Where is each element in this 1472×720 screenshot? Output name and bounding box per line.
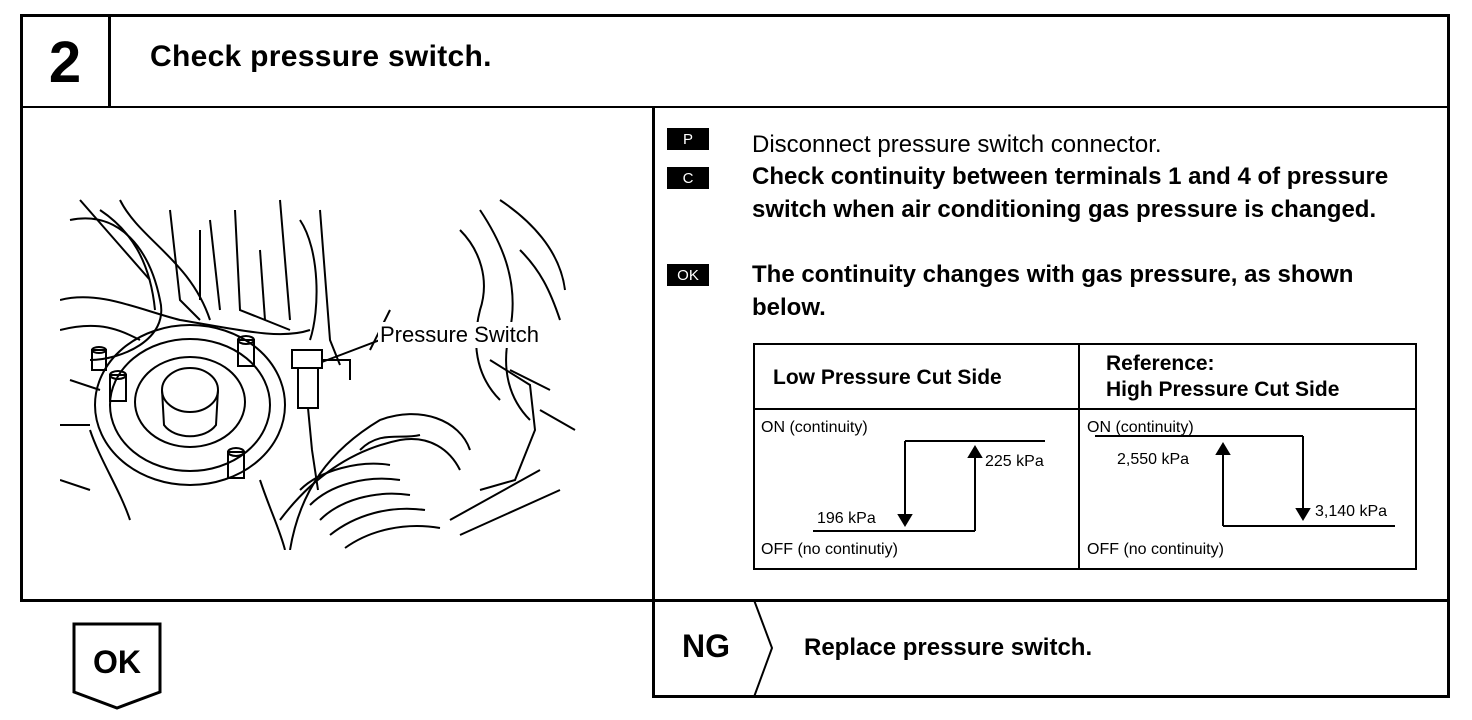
ok-arrow-box [72,622,162,710]
ng-chevron-divider [753,600,774,697]
instruction-continuity-changes: The continuity changes with gas pressure… [752,261,1354,321]
badge-c: C [667,167,709,189]
high-pressure-hysteresis-diagram [1095,435,1395,527]
engine-bay-drawing [59,199,576,551]
reference-header: Reference: [1106,352,1215,375]
low-fall-value: 196 kPa [817,510,876,527]
body-bottom-line [20,599,1450,602]
step-title: Check pressure switch. [150,40,492,73]
step-number: 2 [48,29,82,95]
low-pressure-hysteresis-diagram [813,440,1045,532]
step-number-divider [108,14,111,108]
instruction-disconnect: Disconnect pressure switch connector. [752,131,1162,158]
badge-ok: OK [667,264,709,286]
high-pressure-header: High Pressure Cut Side [1106,378,1340,401]
low-rise-value: 225 kPa [985,453,1044,470]
frame-left [20,14,23,602]
body-column-divider [652,106,655,698]
table-header-divider [755,408,1417,410]
low-pressure-header: Low Pressure Cut Side [773,366,1002,389]
high-rise-value: 2,550 kPa [1117,451,1190,468]
ng-action-text: Replace pressure switch. [804,634,1093,661]
instruction-check-continuity: Check continuity between terminals 1 and… [752,163,1389,223]
ok-label: OK [93,644,141,680]
pressure-switch-callout: Pressure Switch [378,322,541,348]
frame-top [20,14,1450,17]
low-on-label: ON (continuity) [761,419,868,436]
badge-p: P [667,128,709,150]
frame-right [1447,14,1450,698]
high-off-label: OFF (no continuity) [1087,541,1224,558]
high-fall-value: 3,140 kPa [1315,503,1388,520]
low-off-label: OFF (no continutiy) [761,541,898,558]
engine-illustration: Pressure Switch [59,190,580,551]
table-column-divider [1078,345,1080,570]
high-on-label: ON (continuity) [1087,419,1194,436]
ng-bottom-line [652,695,1450,698]
ng-label: NG [682,628,730,664]
continuity-table: Low Pressure Cut Side Reference: High Pr… [753,343,1417,570]
ok-result-marker: OK [72,622,162,710]
header-divider [20,106,1450,108]
